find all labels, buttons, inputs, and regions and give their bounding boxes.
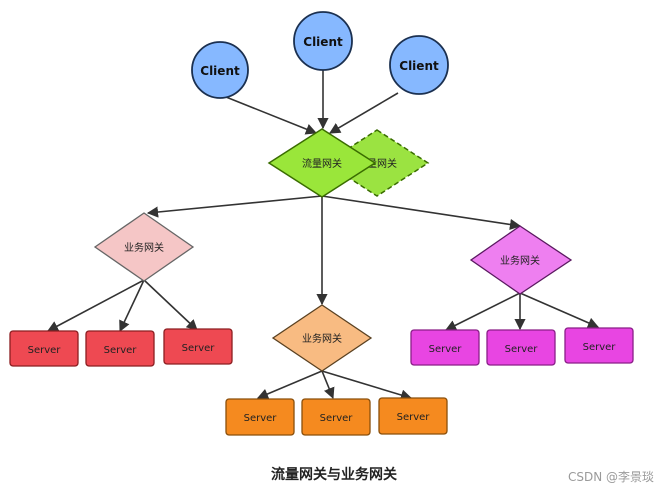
edge-traffic-to-gateway-3 xyxy=(321,195,522,231)
edge-gateway-3-to-server-1 xyxy=(444,292,521,331)
edge-client-3-to-traffic-gateway xyxy=(329,92,399,134)
server-label: Server xyxy=(104,345,138,356)
client-node: Client xyxy=(293,11,353,71)
server-label: Server xyxy=(244,413,278,424)
server-node: Server xyxy=(410,329,480,366)
server-node: Server xyxy=(9,330,79,367)
edge-gateway-3-to-server-3 xyxy=(519,292,600,329)
server-node: Server xyxy=(225,398,295,436)
business-gateway-label: 业务网关 xyxy=(124,241,164,254)
edge-gateway-2-to-server-2 xyxy=(321,370,335,400)
edge-gateway-2-to-server-1 xyxy=(256,370,323,400)
server-label: Server xyxy=(182,343,216,354)
server-node: Server xyxy=(163,328,233,365)
client-node: Client xyxy=(191,41,249,99)
business-gateway-center: 业务网关 xyxy=(271,304,373,372)
watermark: CSDN @李景琰 xyxy=(567,470,654,484)
server-label: Server xyxy=(429,344,463,355)
business-gateway-label: 业务网关 xyxy=(500,254,540,267)
client-label: Client xyxy=(399,59,439,73)
edge-client-1-to-traffic-gateway xyxy=(225,96,318,135)
edge-gateway-1-to-server-3 xyxy=(143,279,198,331)
business-gateway-right: 业务网关 xyxy=(469,225,573,295)
server-label: Server xyxy=(397,412,431,423)
diagram-caption: 流量网关与业务网关 xyxy=(271,467,397,483)
client-node: Client xyxy=(389,35,449,95)
server-label: Server xyxy=(583,342,617,353)
client-label: Client xyxy=(200,64,240,78)
server-label: Server xyxy=(320,413,354,424)
traffic-gateway: 流量网关 xyxy=(267,128,377,198)
traffic-gateway-shadow: 流量网关 xyxy=(324,129,430,197)
edge-gateway-1-to-server-1 xyxy=(47,279,145,332)
server-label: Server xyxy=(505,344,539,355)
business-gateway-left: 业务网关 xyxy=(93,212,195,282)
server-label: Server xyxy=(28,345,62,356)
edge-gateway-1-to-server-2 xyxy=(119,279,145,333)
client-label: Client xyxy=(303,35,343,49)
server-node: Server xyxy=(301,398,371,436)
edge-gateway-2-to-server-3 xyxy=(321,370,413,401)
edge-traffic-to-gateway-1 xyxy=(146,195,323,218)
business-gateway-label: 业务网关 xyxy=(302,332,342,345)
server-node: Server xyxy=(85,330,155,367)
server-node: Server xyxy=(378,397,448,435)
server-node: Server xyxy=(486,329,556,366)
traffic-gateway-label: 流量网关 xyxy=(302,157,342,170)
server-node: Server xyxy=(564,327,634,364)
